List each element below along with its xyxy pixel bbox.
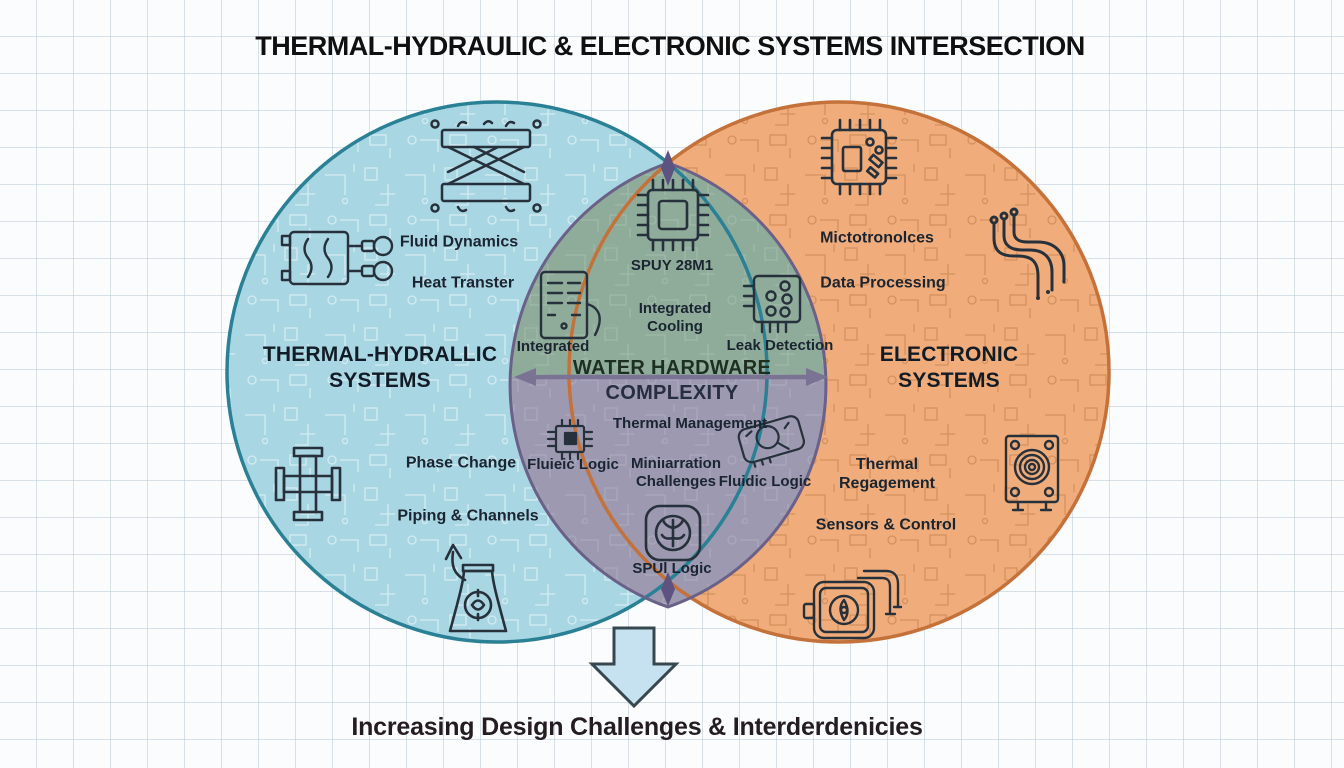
pcb-traces-icon [989, 207, 1066, 300]
label-spul-logic: SPUl Logic [632, 560, 712, 577]
label-fluidic-logic: Fluidic Logic [718, 473, 812, 490]
label-integrated: Integrated [516, 338, 590, 355]
down-diamond-marker [661, 150, 675, 186]
electronic-circle-title: ELECTRONIC SYSTEMS [879, 342, 1019, 392]
up-diamond-marker [661, 572, 675, 606]
bottom-caption: Increasing Design Challenges & Interderd… [351, 713, 923, 741]
label-water-hardware: WATER HARDWARE [572, 357, 772, 379]
label-data-processing: Data Processing [820, 274, 946, 292]
label-thermal-management-center: Thermal Management [612, 415, 768, 432]
leak-detection-chip-icon [742, 274, 802, 334]
heat-exchanger-x-icon [430, 119, 542, 213]
label-phase-change: Phase Change [405, 454, 517, 472]
cooling-tower-arrow-icon [444, 543, 508, 633]
thermal-circle-outline [225, 100, 769, 644]
label-fluieic-logic: Fluieic Logic [527, 456, 619, 473]
cpu-chip-icon [636, 178, 710, 252]
electronic-circle-outline [567, 100, 1111, 644]
logic-chip-icon [546, 418, 594, 461]
fan-box-icon [644, 504, 702, 562]
label-fluid-dynamics: Fluid Dynamics [399, 233, 519, 251]
label-leak-detection: Leak Detection [726, 337, 834, 354]
thermal-circle-title: THERMAL-HYDRALLIC SYSTEMS [262, 342, 498, 392]
pipe-cross-icon [274, 446, 342, 522]
label-chip: SPUY 28M1 [630, 257, 714, 274]
mcu-chip-icon [820, 118, 898, 196]
pump-motor-icon [802, 569, 903, 640]
diagram-title: THERMAL-HYDRAULIC & ELECTRONIC SYSTEMS I… [255, 30, 1085, 61]
label-integrated-cooling: Integrated Cooling [638, 300, 712, 335]
label-heat-transfer: Heat Transter [411, 274, 515, 292]
server-rack-icon [539, 270, 601, 340]
board-magnifier-icon [737, 415, 806, 468]
label-thermal-regagement: Thermal Regagement [838, 455, 936, 492]
speaker-sensor-icon [1004, 434, 1060, 512]
lens-outline [508, 161, 828, 609]
label-miniaturization-challenges: Miniıarration Challenges [630, 455, 722, 490]
label-complexity: COMPLEXITY [605, 382, 739, 404]
label-sensors-control: Sensors & Control [815, 516, 957, 534]
horizontal-double-arrow [514, 368, 828, 386]
plate-heat-exchanger-icon [280, 230, 394, 286]
label-piping-channels: Piping & Channels [397, 507, 539, 525]
big-down-arrow [588, 626, 680, 709]
label-microelectronics: Mictotronolces [820, 229, 934, 247]
